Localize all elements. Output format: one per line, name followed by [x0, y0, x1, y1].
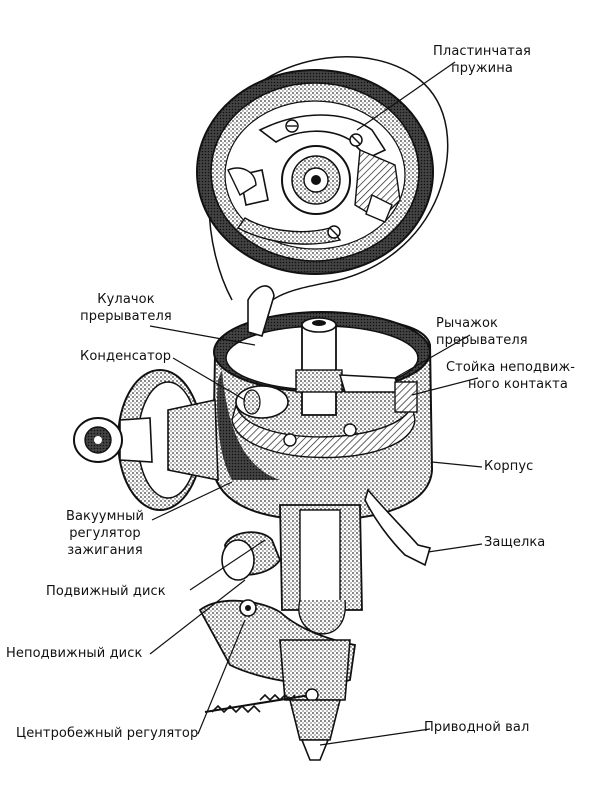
label-fixed-plate: Неподвижный диск	[6, 645, 142, 662]
label-movable-plate: Подвижный диск	[46, 583, 166, 600]
label-drive-shaft: Приводной вал	[424, 719, 529, 736]
vacuum-advance-unit	[73, 369, 219, 511]
leader-lines	[149, 61, 483, 746]
drive-shaft-shape	[300, 739, 330, 761]
label-drive-shaft-text: Приводной вал	[424, 720, 530, 735]
label-breaker-cam: Кулачок прерывателя	[66, 291, 186, 325]
label-leaf-spring-line1: Пластинчатая	[433, 44, 531, 59]
label-housing-text: Корпус	[484, 459, 534, 474]
label-centrifugal-advance-text: Центробежный регулятор	[16, 726, 199, 741]
label-condenser-text: Конденсатор	[80, 349, 172, 364]
label-latch: Защелка	[484, 534, 545, 551]
label-fixed-contact-post: Стойка неподвиж- ного контакта	[446, 359, 586, 393]
fixed-contact-post-shape	[394, 381, 418, 413]
label-movable-plate-text: Подвижный диск	[46, 584, 166, 599]
label-breaker-cam-line2: прерывателя	[80, 309, 172, 324]
label-vacuum-advance-line2: регулятор	[69, 526, 141, 541]
label-housing: Корпус	[484, 458, 533, 475]
label-leaf-spring-line2: пружина	[451, 61, 513, 76]
label-condenser: Конденсатор	[80, 348, 171, 365]
inset-breaker-plate	[196, 56, 449, 331]
label-breaker-lever: Рычажок прерывателя	[436, 315, 556, 349]
breaker-lever-shape	[338, 374, 402, 393]
label-leaf-spring: Пластинчатая пружина	[412, 43, 552, 77]
label-centrifugal-advance: Центробежный регулятор	[16, 725, 198, 742]
label-fixed-contact-post-line2: ного контакта	[468, 377, 568, 392]
label-fixed-contact-post-line1: Стойка неподвиж-	[446, 360, 576, 375]
label-latch-text: Защелка	[484, 535, 546, 550]
label-vacuum-advance: Вакуумный регулятор зажигания	[50, 508, 160, 559]
label-vacuum-advance-line1: Вакуумный	[65, 509, 145, 524]
label-fixed-plate-text: Неподвижный диск	[6, 646, 143, 661]
label-breaker-lever-line2: прерывателя	[436, 333, 528, 348]
label-vacuum-advance-line3: зажигания	[67, 543, 143, 558]
distributor-body	[211, 285, 434, 522]
label-breaker-lever-line1: Рычажок	[436, 316, 498, 331]
shank	[221, 488, 432, 635]
latch-shape	[364, 488, 432, 567]
label-breaker-cam-line1: Кулачок	[97, 292, 155, 307]
